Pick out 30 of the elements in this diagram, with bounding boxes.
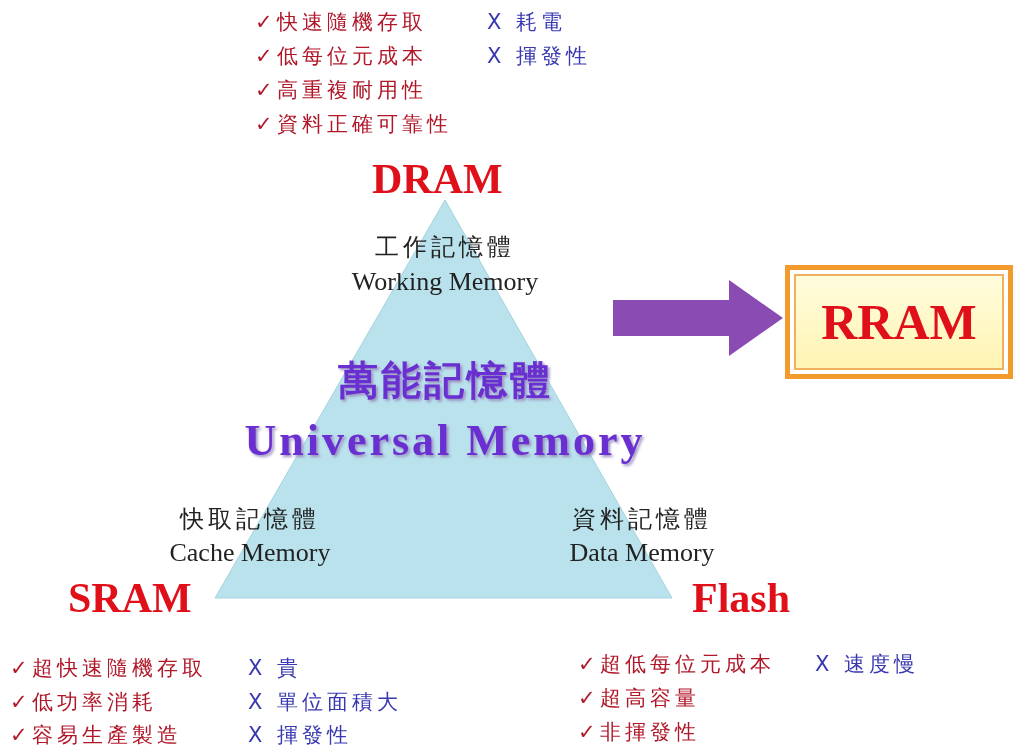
- advantage-item: ✓超快速隨機存取: [10, 655, 207, 682]
- advantage-item: ✓超低每位元成本: [578, 651, 775, 678]
- center-title: Universal Memory: [244, 415, 646, 466]
- drawback-item: X 速度慢: [815, 651, 920, 678]
- memory-type-label: DRAM: [372, 155, 503, 203]
- advantage-item: ✓非揮發性: [578, 719, 700, 746]
- advantage-item: ✓超高容量: [578, 685, 700, 712]
- corner-label: 工作記憶體: [375, 232, 515, 263]
- corner-label: 資料記憶體: [572, 504, 712, 535]
- corner-label: Cache Memory: [169, 538, 331, 568]
- drawback-item: X 揮發性: [487, 43, 592, 70]
- rram-box: [785, 265, 1013, 379]
- advantage-item: ✓容易生產製造: [10, 722, 182, 749]
- advantage-item: ✓低功率消耗: [10, 689, 157, 716]
- drawback-item: X 單位面積大: [248, 689, 403, 716]
- block-arrow: [613, 280, 783, 356]
- advantage-item: ✓資料正確可靠性: [255, 111, 452, 138]
- center-title: 萬能記憶體: [337, 356, 553, 405]
- memory-type-label: SRAM: [68, 574, 192, 622]
- corner-label: 快取記憶體: [180, 504, 320, 535]
- memory-type-label: Flash: [692, 574, 791, 622]
- drawback-item: X 耗電: [487, 9, 567, 36]
- corner-label: Data Memory: [569, 538, 715, 568]
- box-title: RRAM: [821, 293, 977, 351]
- advantage-item: ✓高重複耐用性: [255, 77, 427, 104]
- drawback-item: X 貴: [248, 655, 303, 682]
- advantage-item: ✓低每位元成本: [255, 43, 427, 70]
- advantage-item: ✓快速隨機存取: [255, 9, 427, 36]
- drawback-item: X 揮發性: [248, 722, 353, 749]
- corner-label: Working Memory: [351, 267, 539, 297]
